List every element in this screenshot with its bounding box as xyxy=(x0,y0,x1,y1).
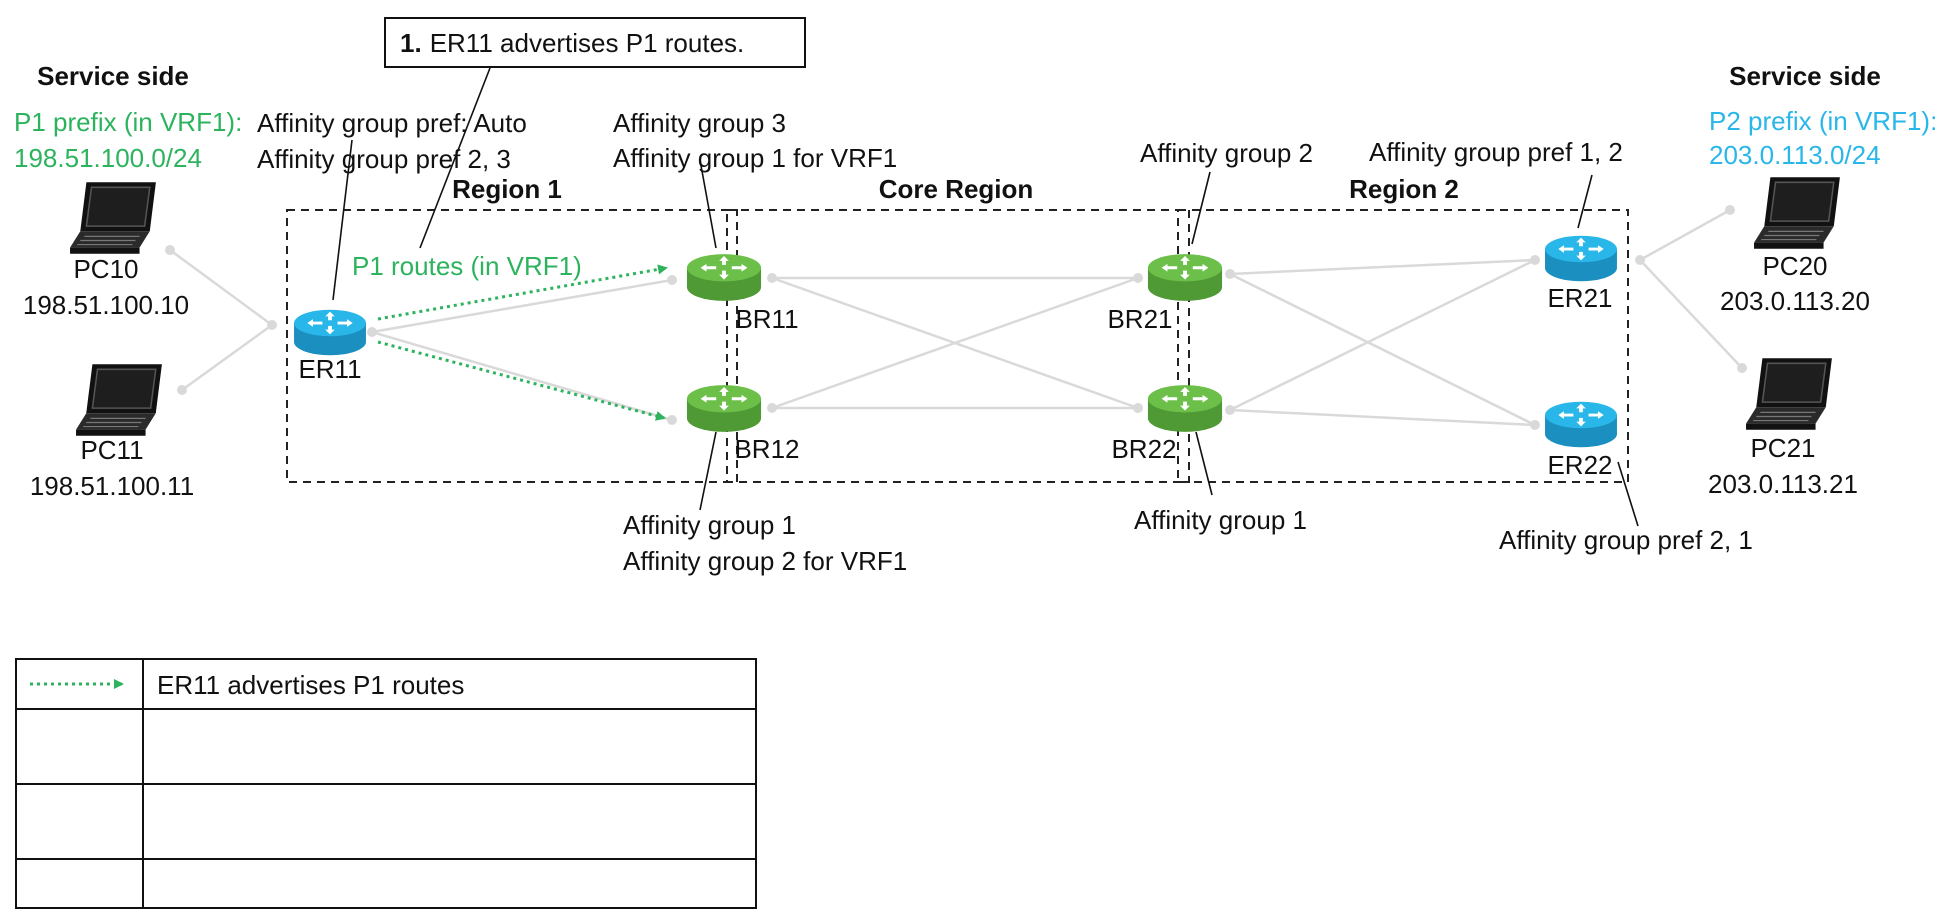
er11-affinity-pref-auto: Affinity group pref: Auto xyxy=(257,108,527,138)
pc11-ip: 198.51.100.11 xyxy=(30,471,194,501)
router-br11-icon[interactable] xyxy=(686,254,762,301)
region-2-title: Region 2 xyxy=(1349,174,1459,204)
br21-affinity-group: Affinity group 2 xyxy=(1140,138,1313,168)
legend-row-1-text: ER11 advertises P1 routes xyxy=(157,670,464,700)
pc10-laptop-icon[interactable] xyxy=(69,181,157,255)
p2-prefix-value: 203.0.113.0/24 xyxy=(1709,140,1881,170)
callout-br21-line xyxy=(1191,171,1211,245)
router-er22-icon[interactable] xyxy=(1545,401,1617,448)
er11-affinity-pref-list: Affinity group pref 2, 3 xyxy=(257,144,511,174)
router-br12-label: BR12 xyxy=(734,434,799,464)
router-er21-icon[interactable] xyxy=(1545,235,1617,282)
callout-er22-line xyxy=(1617,461,1639,527)
callout-br12-line xyxy=(699,431,717,511)
service-side-left-title: Service side xyxy=(37,61,189,91)
pc11-laptop-icon[interactable] xyxy=(75,363,163,437)
link-br21-er21 xyxy=(1229,258,1536,276)
step-text: 1.ER11 advertises P1 routes. xyxy=(400,28,744,58)
link-er11-br11 xyxy=(371,278,673,334)
er22-affinity-pref: Affinity group pref 2, 1 xyxy=(1499,525,1753,555)
callout-lines xyxy=(332,67,1639,527)
callout-step-line xyxy=(419,67,491,249)
region-1-title: Region 1 xyxy=(452,174,562,204)
callout-br11-line xyxy=(699,159,717,249)
link-br12-br21 xyxy=(771,276,1139,410)
router-br12-icon[interactable] xyxy=(686,385,762,432)
links xyxy=(169,208,1743,427)
link-br22-er21 xyxy=(1229,258,1536,412)
link-br22-er22 xyxy=(1229,408,1536,427)
router-br22-label: BR22 xyxy=(1111,434,1176,464)
br12-affinity-group-vrf1: Affinity group 2 for VRF1 xyxy=(623,546,907,576)
step-box xyxy=(384,17,806,68)
router-er11-icon[interactable] xyxy=(294,309,366,356)
br22-affinity-group: Affinity group 1 xyxy=(1134,505,1307,535)
link-pc10-er11 xyxy=(169,248,273,327)
region-2-boundary xyxy=(1177,209,1629,483)
router-br22-icon[interactable] xyxy=(1147,385,1223,432)
pc10-ip: 198.51.100.10 xyxy=(23,290,189,320)
br11-affinity-group: Affinity group 3 xyxy=(613,108,786,138)
br11-affinity-group-vrf1: Affinity group 1 for VRF1 xyxy=(613,143,897,173)
pc20-ip: 203.0.113.20 xyxy=(1720,286,1870,316)
link-pc11-er11 xyxy=(181,323,273,392)
pc11-name: PC11 xyxy=(80,435,143,465)
pc21-ip: 203.0.113.21 xyxy=(1708,469,1858,499)
legend-table: ER11 advertises P1 routes xyxy=(15,658,757,909)
router-er11-label: ER11 xyxy=(298,354,361,384)
pc20-name: PC20 xyxy=(1762,251,1827,281)
callout-er21-line xyxy=(1577,174,1593,229)
service-side-right-title: Service side xyxy=(1729,61,1881,91)
link-er21-pc20 xyxy=(1639,208,1731,262)
core-region-title: Core Region xyxy=(879,174,1034,204)
pc10-name: PC10 xyxy=(73,254,138,284)
p1-prefix-value: 198.51.100.0/24 xyxy=(14,143,202,173)
pc21-laptop-icon[interactable] xyxy=(1745,357,1833,431)
er21-affinity-pref: Affinity group pref 1, 2 xyxy=(1369,137,1623,167)
p1-prefix-label: P1 prefix (in VRF1): xyxy=(14,107,242,137)
callout-er11-line xyxy=(332,139,353,301)
router-br11-label: BR11 xyxy=(735,304,798,334)
router-br21-label: BR21 xyxy=(1107,304,1172,334)
pc20-laptop-icon[interactable] xyxy=(1753,176,1841,250)
router-er22-label: ER22 xyxy=(1547,450,1612,480)
link-br21-er22 xyxy=(1229,272,1536,427)
p1-routes-flow-label: P1 routes (in VRF1) xyxy=(352,251,582,281)
link-er21-pc21 xyxy=(1639,259,1743,369)
link-er11-br12 xyxy=(371,330,673,422)
core-region-boundary xyxy=(726,209,1190,483)
p2-prefix-label: P2 prefix (in VRF1): xyxy=(1709,106,1937,136)
router-br21-icon[interactable] xyxy=(1147,254,1223,301)
region-1-boundary xyxy=(286,209,738,483)
pc21-name: PC21 xyxy=(1750,433,1815,463)
advertise-arrow-er11-br12 xyxy=(377,340,666,421)
br12-affinity-group: Affinity group 1 xyxy=(623,510,796,540)
link-endpoints xyxy=(165,205,1747,430)
callout-br22-line xyxy=(1195,431,1213,496)
router-er21-label: ER21 xyxy=(1547,283,1612,313)
